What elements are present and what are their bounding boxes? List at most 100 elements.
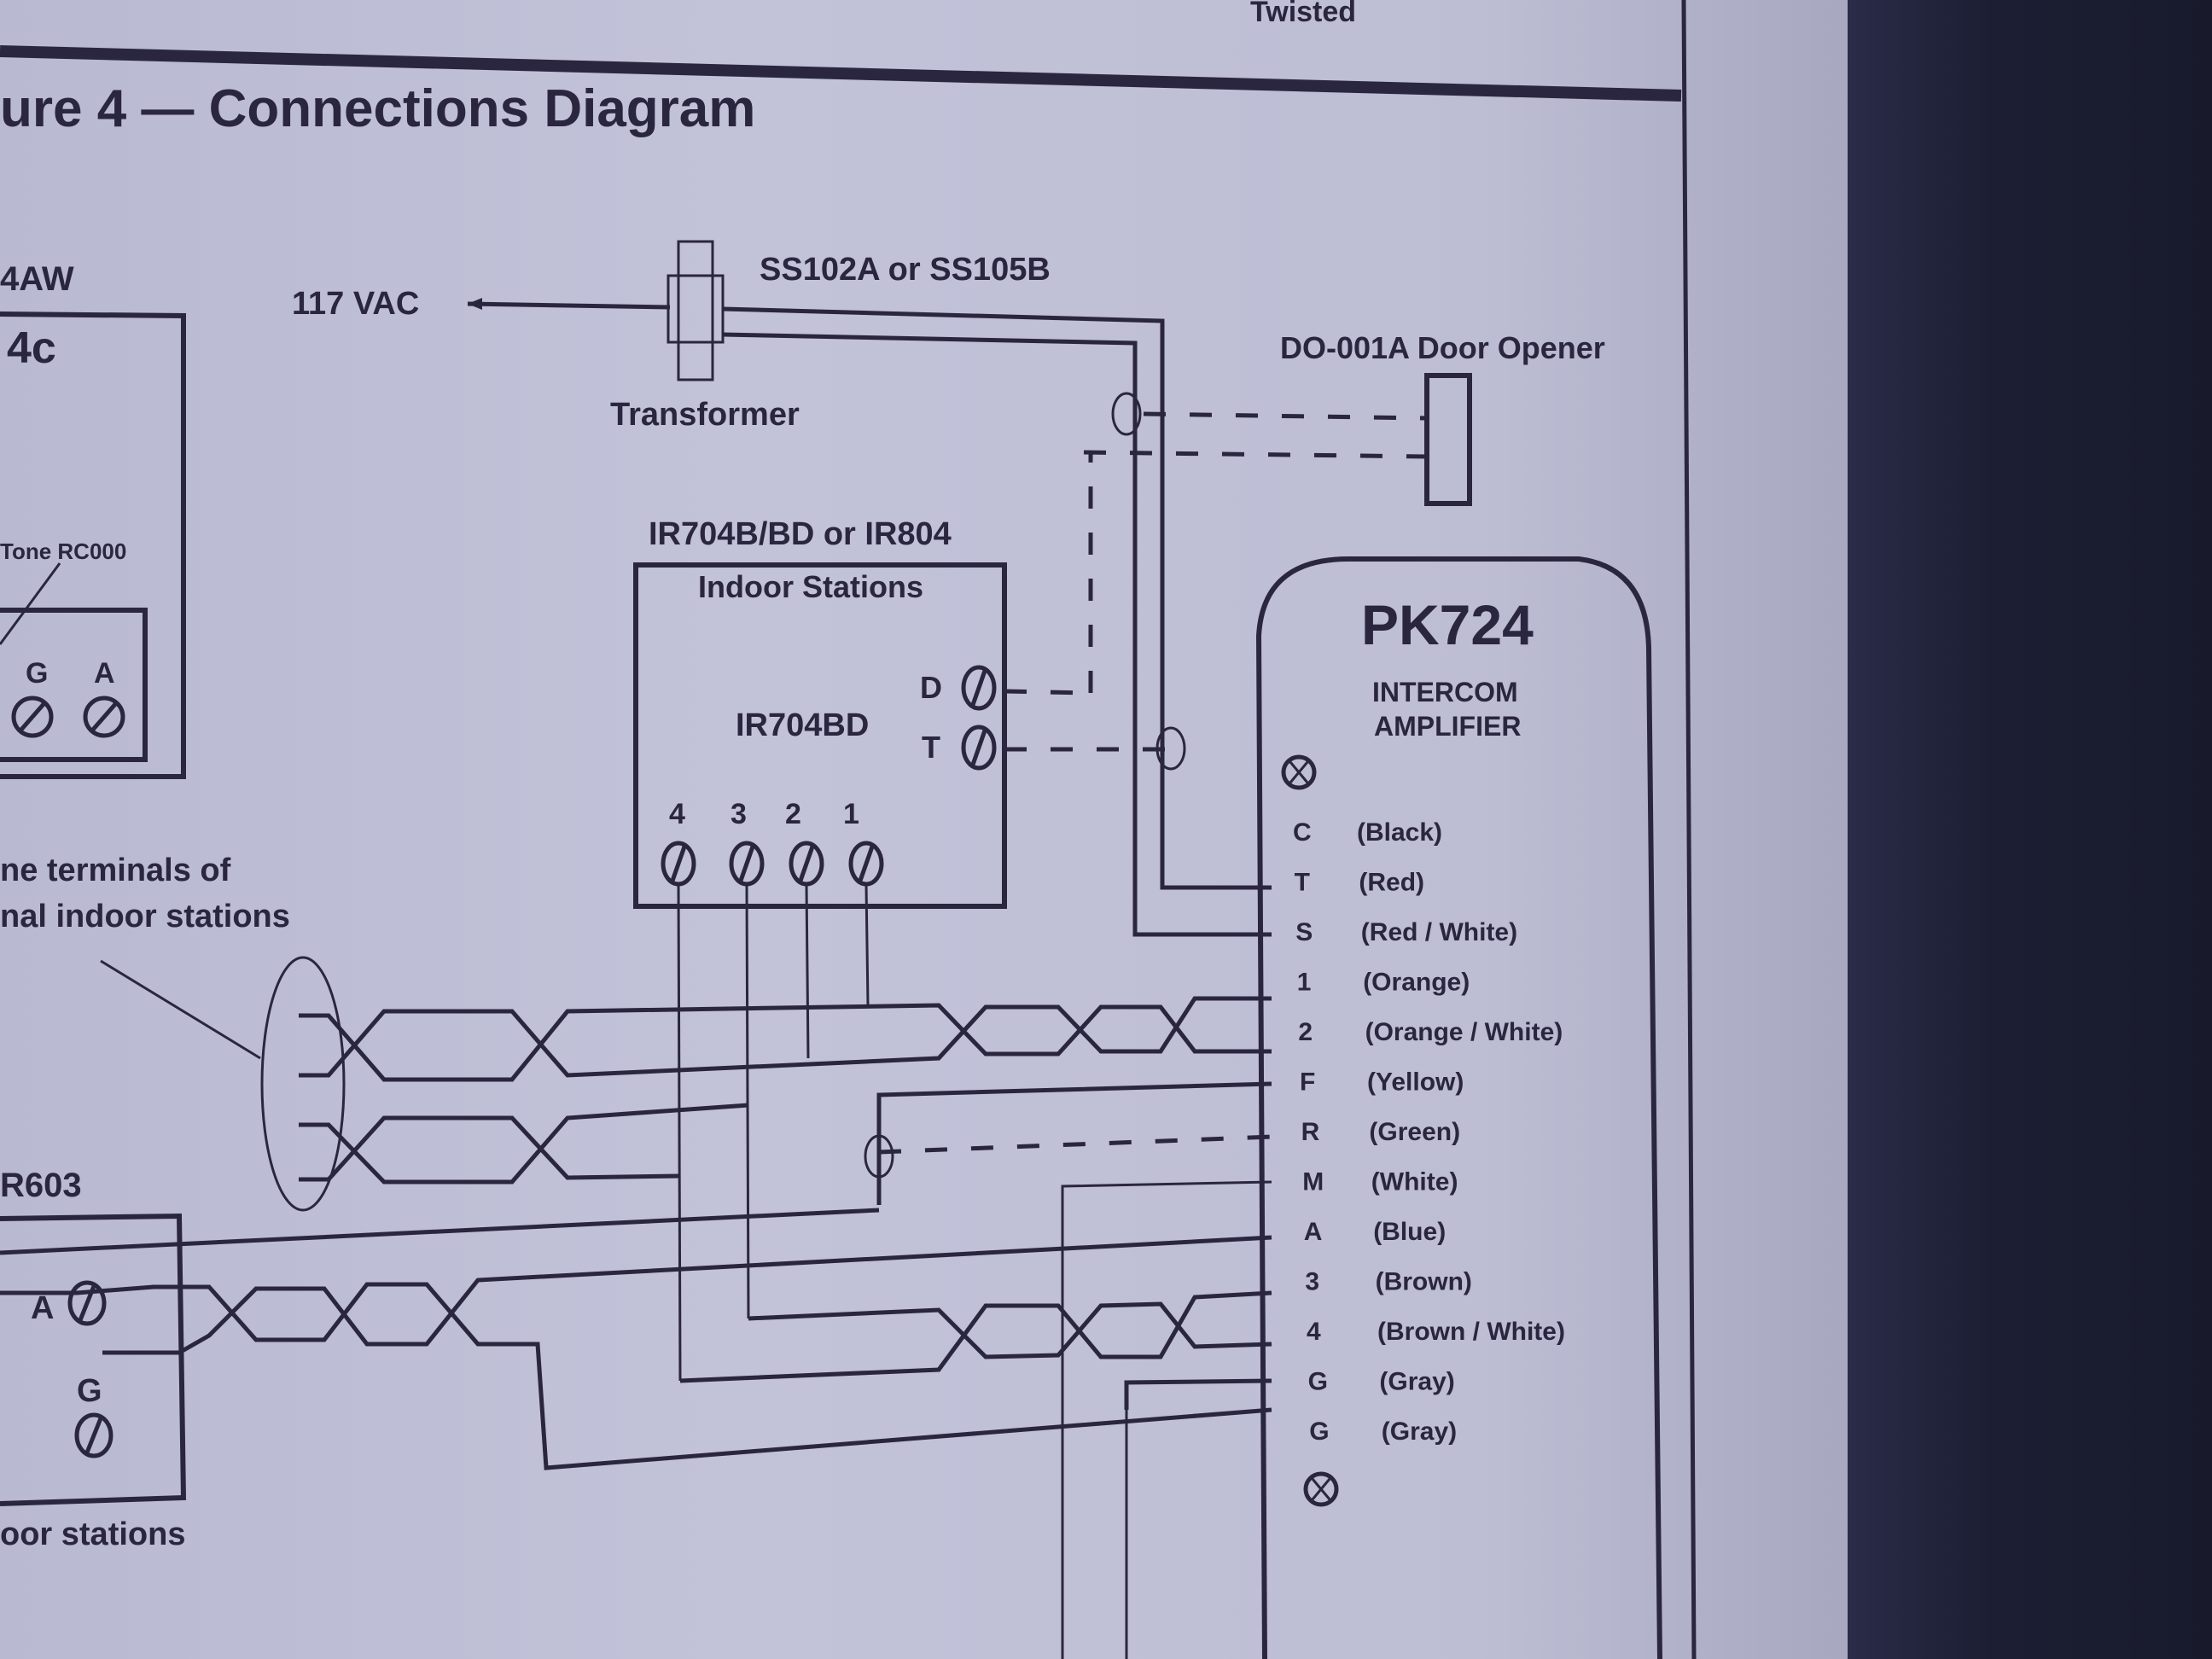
left-terminal-block [0, 608, 148, 762]
terminal-wire-color: (Red) [1359, 869, 1424, 897]
amplifier-terminal-row[interactable]: G(Gray) [1309, 1417, 1457, 1446]
splice-connector-icon [1155, 726, 1186, 771]
terminal-code: C [1293, 818, 1312, 847]
amplifier-terminal-row[interactable]: T (Red) [1295, 869, 1424, 897]
header-rule [0, 45, 1682, 102]
amplifier-terminal-row[interactable]: S(Red / White) [1295, 918, 1517, 946]
terminal-code: G [1308, 1368, 1328, 1396]
supply-label: 117 VAC [292, 286, 419, 322]
screw-slot-icon [90, 701, 118, 732]
left-terminal-g[interactable]: G [11, 657, 54, 738]
terminal-t[interactable]: T [922, 725, 997, 771]
terminal-1[interactable]: 1 [843, 798, 884, 887]
ir603-terminal-a[interactable]: A [31, 1280, 107, 1326]
screw-slot-icon [738, 846, 755, 882]
amplifier-terminal-row[interactable]: R (Green) [1301, 1118, 1460, 1146]
transformer-model-label: SS102A or SS105B [760, 252, 1051, 288]
transformer-wire-s [722, 332, 1272, 937]
amplifier-terminal-row[interactable]: G (Gray) [1308, 1368, 1455, 1396]
note-line-1: ne terminals of [0, 853, 231, 888]
wire-1 [864, 883, 870, 1006]
screw-slot-icon [858, 846, 875, 882]
terminal-wire-color: (Orange) [1363, 969, 1470, 997]
amplifier-model: PK724 [1361, 593, 1534, 656]
terminal-wire-color: (White) [1371, 1168, 1458, 1196]
door-opener-label: DO-001A Door Opener [1280, 330, 1605, 365]
mounting-screw-top-icon [1281, 754, 1317, 790]
note-leader-line [100, 959, 261, 1060]
figure-title: ure 4 — Connections Diagram [0, 79, 755, 138]
terminal-wire-color: (Black) [1357, 818, 1442, 847]
screw-slot-icon [78, 1285, 96, 1321]
terminal-3[interactable]: 3 [729, 798, 765, 887]
terminal-2-label: 2 [785, 798, 801, 830]
screw-terminal-icon [74, 1412, 114, 1458]
terminal-wire-color: (Gray) [1382, 1417, 1457, 1446]
bottom-terminals: 4 3 2 1 [661, 798, 884, 887]
terminal-code: 4 [1307, 1318, 1321, 1346]
screw-slot-icon [84, 1417, 103, 1453]
wire-2 [805, 883, 810, 1059]
amplifier-terminal-row[interactable]: M (White) [1302, 1168, 1458, 1196]
amplifier-terminal-row[interactable]: 1 (Orange) [1297, 969, 1470, 997]
left-terminal-g-label: G [26, 657, 48, 690]
door-opener-symbol [1424, 373, 1472, 506]
door-opener-dashed-wire-1 [1143, 411, 1428, 421]
indoor-stations-subtitle: Indoor Stations [698, 569, 923, 604]
terminal-code: M [1302, 1168, 1324, 1196]
splice-connector-icon [1111, 392, 1142, 436]
ir603-terminal-g[interactable]: G [74, 1373, 114, 1458]
monitor-bezel [1848, 0, 2212, 1659]
terminal-wire-color: (Blue) [1373, 1218, 1446, 1246]
ir603-box [0, 1213, 187, 1506]
manual-page [0, 0, 1852, 1659]
terminal-4-label: 4 [669, 798, 685, 830]
ir603-terminal-g-label: G [77, 1373, 102, 1409]
arrow-left-icon [468, 298, 482, 310]
amplifier-terminal-row[interactable]: F(Yellow) [1300, 1068, 1464, 1097]
splice-connector-icon [864, 1134, 894, 1179]
ir603-terminal-a-label: A [31, 1290, 54, 1326]
screw-terminal-icon [67, 1280, 107, 1326]
wire-3 [745, 883, 750, 1319]
terminal-d[interactable]: D [920, 665, 997, 711]
ir603-footer: oor stations [0, 1516, 185, 1552]
left-note-label: Tone RC000 [0, 538, 126, 564]
dashed-wire-r [878, 1134, 1272, 1155]
left-terminal-a-label: A [94, 657, 115, 690]
ir603-title: R603 [0, 1167, 82, 1204]
terminal-wire-color: (Gray) [1379, 1368, 1454, 1396]
terminal-code: R [1301, 1118, 1320, 1146]
left-terminal-a[interactable]: A [83, 657, 125, 738]
amplifier-terminal-row[interactable]: 3(Brown) [1305, 1268, 1472, 1296]
terminal-2[interactable]: 2 [785, 798, 824, 887]
screw-terminal-icon [961, 665, 997, 711]
screw-terminal-icon [83, 696, 125, 738]
terminal-wire-color: (Brown) [1376, 1268, 1472, 1296]
twisted-label: Twisted [1250, 0, 1356, 28]
terminal-3-label: 3 [731, 798, 747, 830]
amplifier-terminal-row[interactable]: A (Blue) [1304, 1218, 1446, 1246]
door-opener-dashed-wire-2 [1083, 450, 1428, 459]
wire-4 [677, 883, 682, 1382]
terminal-code: A [1304, 1218, 1323, 1246]
amplifier-terminal-row[interactable]: 2(Orange / White) [1298, 1018, 1563, 1046]
transformer-label: Transformer [610, 397, 800, 433]
terminal-4[interactable]: 4 [661, 798, 696, 887]
screw-terminal-icon [961, 725, 997, 771]
terminal-t-label: T [922, 730, 940, 765]
cable-bundle-ellipse [260, 956, 346, 1212]
screw-slot-icon [798, 846, 815, 882]
terminal-wire-color: (Red / White) [1361, 918, 1517, 946]
indoor-station-model: IR704BD [736, 707, 869, 743]
terminal-code: 1 [1297, 969, 1312, 997]
terminal-code: T [1295, 869, 1310, 897]
screw-slot-icon [19, 701, 46, 732]
screw-slot-icon [670, 846, 687, 882]
amplifier-terminal-row[interactable]: 4(Brown / White) [1307, 1318, 1565, 1346]
amplifier-terminal-row[interactable]: C (Black) [1293, 818, 1442, 847]
terminal-wire-color: (Green) [1369, 1118, 1460, 1146]
page-border [1681, 0, 1697, 1659]
screw-slot-icon [970, 670, 987, 706]
